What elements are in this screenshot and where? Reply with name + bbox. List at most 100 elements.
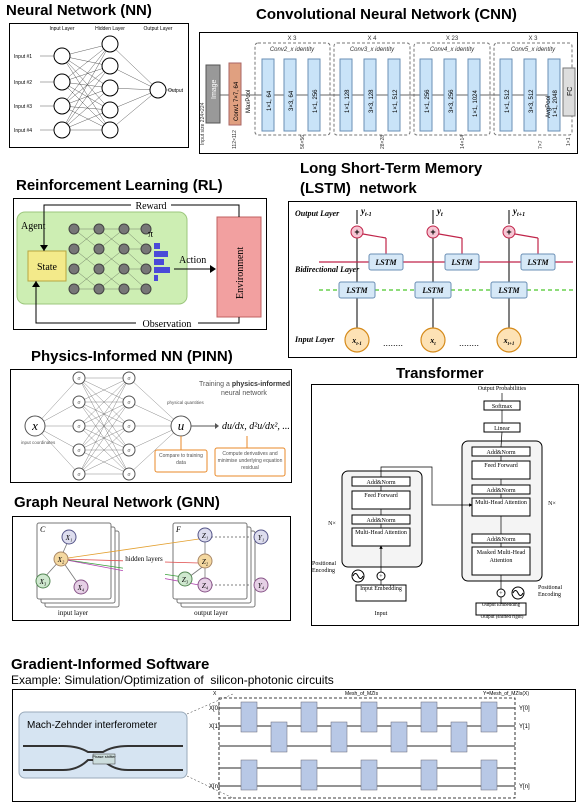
cnn-stage-layers: [261, 58, 561, 132]
nn-output-node: [149, 81, 167, 99]
cnn-fc-block: [562, 67, 576, 117]
gnn-z-node: Z₃: [182, 576, 189, 584]
gis-x-port: X[0]: [209, 706, 220, 712]
pinn-u-label: u: [178, 418, 185, 433]
pinn-diagram: σ σ σ σ σ σ σ σ σ σ x input coordinates …: [21, 371, 290, 481]
cnn-stage-name: Conv5_x identity: [511, 47, 556, 53]
gis-panel: Mach-Zehnder interferometer Phase shifte…: [12, 689, 576, 802]
pinn-x-label: x: [31, 418, 38, 433]
pinn-edges: [34, 377, 182, 475]
lstm-diagram: Output Layer Bidirectional Layer Input L…: [294, 206, 573, 353]
nn-input-node: [53, 121, 71, 139]
lstm-cell-label: LSTM: [526, 258, 549, 267]
gis-x-port: X[1]: [209, 724, 220, 730]
cnn-layer-label: 3×3, 256: [449, 89, 455, 113]
tf-linear-label: Linear: [494, 426, 510, 432]
cnn-stage-size: 7×7: [538, 140, 544, 149]
pinn-compute-box: [214, 447, 286, 477]
lstm-dots: ........: [383, 338, 403, 348]
gis-y-port: Y[n]: [519, 784, 530, 790]
tf-input-embedding: Input Embedding: [360, 586, 402, 592]
cnn-title: Convolutional Neural Network (CNN): [256, 6, 517, 23]
cnn-fc-label: FC: [567, 87, 574, 96]
nn-hidden-node: [101, 101, 119, 119]
pinn-training-caption: Training a physics-informed: [199, 381, 290, 388]
cnn-layer-label: 3×3, 128: [369, 89, 375, 113]
gis-title: Gradient-Informed Software: [11, 656, 210, 673]
cnn-layer-label: 1×1, 2048: [553, 89, 559, 117]
pinn-compare-box: [154, 449, 208, 473]
tf-addnorm: Add&Norm: [367, 480, 396, 486]
lstm-input-label: xt: [429, 336, 436, 347]
cnn-stage-size: 28×28: [380, 135, 386, 149]
pinn-sigma: σ: [128, 376, 132, 382]
cnn-stage-name: Conv3_x identity: [350, 47, 395, 53]
pinn-sigma: σ: [128, 424, 132, 430]
cnn-conv1-block: [228, 62, 242, 126]
cnn-stage-box: [333, 42, 411, 136]
gis-x-label: X: [213, 691, 217, 697]
rl-pi-label: π: [148, 229, 153, 240]
rl-action-label: Action: [179, 255, 206, 266]
nn-hidden-node: [101, 57, 119, 75]
pinn-sigma: σ: [78, 400, 82, 406]
cnn-layer-label: 1×1, 256: [425, 89, 431, 113]
pinn-sigma: σ: [78, 448, 82, 454]
tf-addnorm: Add&Norm: [367, 518, 396, 524]
cnn-repeat: X 3: [287, 36, 297, 42]
tf-masked-multi-head: Masked Multi-Head Attention: [476, 550, 526, 564]
tf-addnorm: Add&Norm: [487, 537, 516, 543]
gnn-panel: C F X₁ X₂ X₃ X₄ Z₁ Z₂ Z₃ Z₄ Y₁: [12, 516, 291, 621]
cnn-image-label: Image: [211, 79, 218, 99]
gis-mesh-frame: [218, 697, 516, 799]
tf-output-probs: Output Probabilities: [478, 386, 527, 392]
tf-plus: +: [379, 574, 383, 580]
pinn-compare-text: Compare to training data: [159, 453, 203, 466]
cnn-layer-label: 3×3, 64: [289, 90, 295, 111]
pinn-compute-text: Compute derivatives and minimise underly…: [217, 451, 283, 471]
lstm-plus: +: [354, 227, 359, 237]
tf-positional-encoding: Positional Encoding: [312, 561, 337, 574]
cnn-maxpool-label: MaxPool: [246, 90, 252, 113]
lstm-cell-label: LSTM: [497, 286, 520, 295]
cnn-stage-size: 56×56: [300, 135, 306, 149]
nn-input-label: Input #2: [14, 80, 32, 86]
gnn-c-label: C: [40, 525, 46, 534]
nn-output-label: Output: [168, 88, 184, 94]
lstm-title-line1: Long Short-Term Memory: [300, 160, 483, 177]
pinn-sigma: σ: [128, 472, 132, 478]
tf-multi-head: Multi-Head Attention: [475, 500, 527, 506]
nn-hidden-node: [101, 121, 119, 139]
cnn-layer-label: 3×3, 512: [529, 89, 535, 113]
gis-phase-shifter: [92, 753, 116, 765]
tf-feed-forward: Feed Forward: [364, 493, 398, 499]
cnn-stage-box: [493, 42, 573, 136]
pinn-sigma: σ: [78, 424, 82, 430]
cnn-stage-name: Conv4_x identity: [430, 47, 475, 53]
gis-mzi-cells: [240, 701, 498, 791]
gnn-z-node: Z₂: [202, 558, 209, 566]
gnn-hidden-layers: hidden layers: [125, 555, 163, 563]
nn-diagram: Input Layer Hidden Layer Output Layer In…: [14, 26, 184, 139]
pinn-physical-quantities: physical quantities: [167, 400, 205, 405]
cnn-repeat: X 23: [446, 36, 459, 42]
cnn-layer-label: 1×1, 512: [505, 89, 511, 113]
gis-y-port: Y[0]: [519, 706, 530, 712]
lstm-output-layer-label: Output Layer: [295, 209, 340, 218]
gnn-output-layer-label: output layer: [194, 609, 228, 617]
nn-input-label: Input #4: [14, 128, 32, 134]
pinn-derivatives: du/dx, d²u/dx², ...: [222, 421, 290, 432]
pinn-sigma: σ: [78, 376, 82, 382]
lstm-plus: +: [506, 227, 511, 237]
cnn-diagram: X 3 X 4 X 23 X 3 Conv2_x identity Conv3_…: [200, 36, 573, 149]
gis-diagram: Mach-Zehnder interferometer Phase shifte…: [18, 691, 530, 799]
rl-observation-label: Observation: [143, 319, 192, 329]
lstm-input-layer-label: Input Layer: [294, 335, 335, 344]
cnn-image-block: [205, 64, 221, 124]
nn-input-layer-label: Input Layer: [49, 26, 74, 32]
lstm-title-line2: (LSTM) network: [300, 180, 417, 197]
nn-input-label: Input #1: [14, 54, 32, 60]
rl-environment-box: [216, 216, 262, 318]
gis-y-mesh: Y=Mesh_of_MZIs(X): [483, 691, 529, 697]
lstm-output-label: yt-1: [360, 206, 372, 218]
